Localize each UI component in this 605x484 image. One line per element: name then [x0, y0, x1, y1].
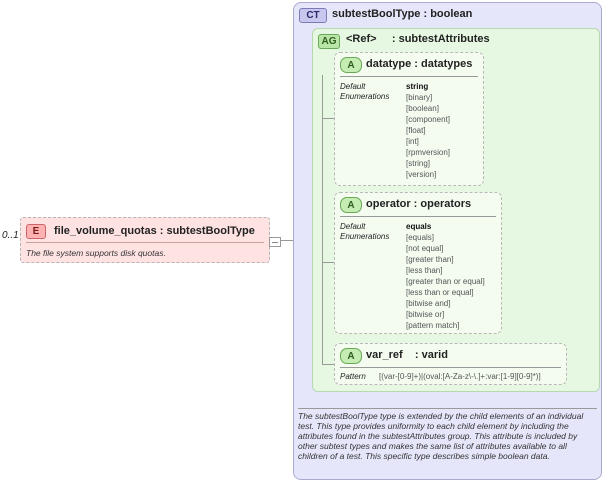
attribute-title: operator : operators [366, 198, 472, 210]
element-documentation: The file system supports disk quotas. [26, 248, 166, 258]
enumeration-item: [pattern match] [406, 321, 460, 330]
attribute-group-badge-icon: AG [318, 34, 340, 49]
element-badge-icon: E [26, 223, 46, 239]
attribute-badge-icon: A [340, 348, 362, 364]
complex-type-badge-icon: CT [299, 8, 327, 23]
enumeration-item: [int] [406, 137, 419, 146]
sequence-connector-icon [269, 237, 281, 247]
enumeration-item: [version] [406, 170, 437, 179]
attribute-datatype[interactable]: A datatype : datatypes Default Enumerati… [334, 52, 484, 186]
enumeration-item: [bitwise and] [406, 299, 451, 308]
complex-type-title: subtestBoolType : boolean [332, 8, 473, 20]
enumeration-item: [component] [406, 115, 451, 124]
default-label: Default [340, 222, 366, 231]
attribute-divider [340, 76, 478, 77]
tree-line-vertical [322, 75, 323, 365]
attribute-var-ref[interactable]: A var_ref : varid Pattern [(var-[0-9]+)|… [334, 343, 567, 385]
enumerations-label: Enumerations [340, 92, 390, 101]
enumeration-item: [less than or equal] [406, 288, 474, 297]
enumeration-item: [greater than or equal] [406, 277, 485, 286]
complex-type-divider [298, 408, 597, 409]
attribute-divider [340, 367, 561, 368]
attribute-group-title: <Ref> : subtestAttributes [346, 33, 490, 45]
enumerations-label: Enumerations [340, 232, 390, 241]
enumeration-item: [boolean] [406, 104, 439, 113]
tree-line-var-ref [322, 364, 334, 365]
tree-line-datatype [322, 118, 334, 119]
complex-type-documentation: The subtestBoolType type is extended by … [298, 411, 584, 461]
element-title: file_volume_quotas : subtestBoolType [54, 225, 255, 237]
attribute-badge-icon: A [340, 197, 362, 213]
enumeration-item: [binary] [406, 93, 433, 102]
enumeration-item: [not equal] [406, 244, 444, 253]
enumeration-item: [bitwise or] [406, 310, 445, 319]
pattern-value: [(var-[0-9]+)|(oval:[A-Za-z\-\.]+:var:[1… [379, 372, 541, 381]
enumeration-list: [binary] [boolean] [component] [float] [… [406, 92, 450, 180]
attribute-divider [340, 216, 496, 217]
occurrence-label: 0..1 [2, 230, 19, 241]
attribute-badge-icon: A [340, 57, 362, 73]
attribute-title: datatype : datatypes [366, 58, 473, 70]
attribute-operator[interactable]: A operator : operators Default Enumerati… [334, 192, 502, 334]
attribute-title: var_ref : varid [366, 349, 448, 361]
default-value: equals [406, 222, 432, 231]
enumeration-list: [equals] [not equal] [greater than] [les… [406, 232, 485, 331]
element-divider [26, 242, 264, 243]
default-label: Default [340, 82, 366, 91]
enumeration-item: [rpmversion] [406, 148, 451, 157]
enumeration-item: [float] [406, 126, 426, 135]
connector-line [270, 240, 293, 241]
enumeration-item: [less than] [406, 266, 443, 275]
pattern-label: Pattern [340, 372, 366, 381]
enumeration-item: [string] [406, 159, 431, 168]
tree-line-operator [322, 262, 334, 263]
enumeration-item: [greater than] [406, 255, 454, 264]
default-value: string [406, 82, 429, 91]
enumeration-item: [equals] [406, 233, 435, 242]
element-file-volume-quotas[interactable]: E file_volume_quotas : subtestBoolType T… [20, 217, 270, 263]
